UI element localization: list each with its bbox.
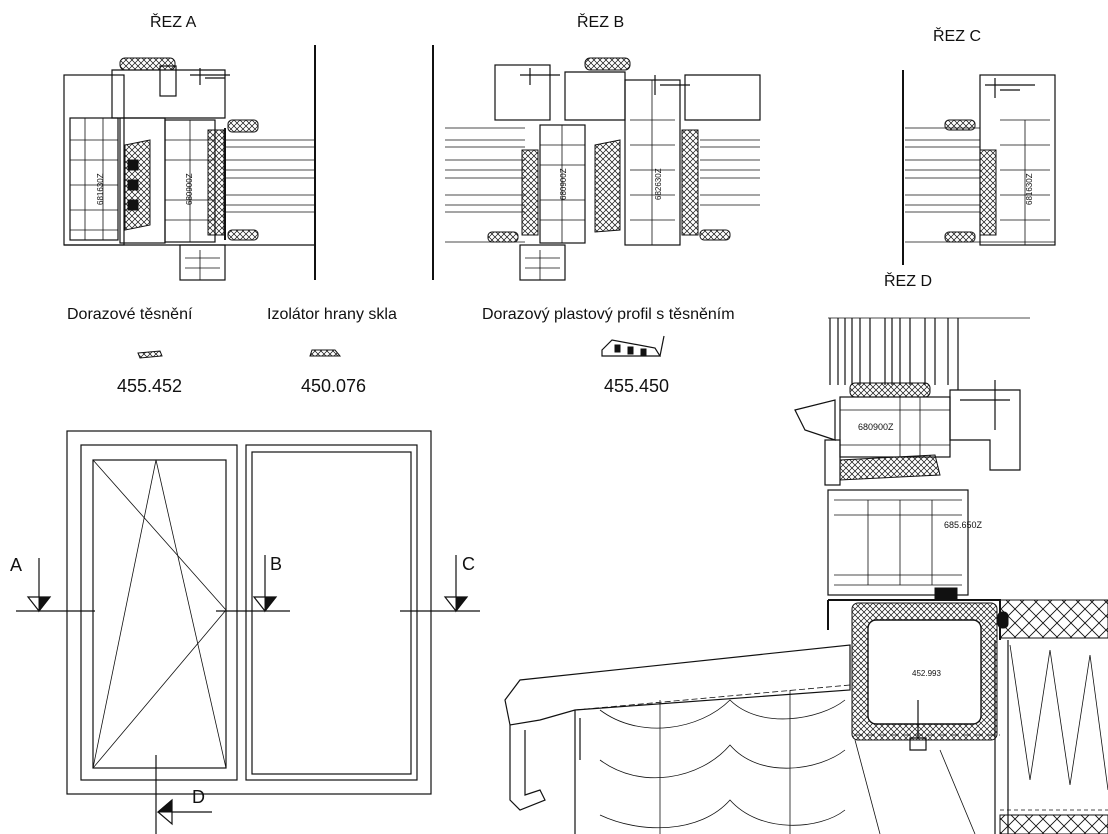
component-code-stop-gasket: 455.452 <box>117 376 182 396</box>
section-c-title: ŘEZ C <box>933 26 981 45</box>
profile-code-d-steel: 452.993 <box>912 669 941 678</box>
section-a: ŘEZ A 681630Z 680900Z <box>63 12 316 281</box>
profile-code-b-right: 682630Z <box>654 168 663 200</box>
section-d-title: ŘEZ D <box>884 271 932 290</box>
section-c: ŘEZ C 681630Z <box>902 26 1056 265</box>
component-label-stop-gasket: Dorazové těsnění <box>67 306 193 323</box>
gasket-top-b <box>584 57 631 71</box>
profile-code-d-sash: 680900Z <box>858 422 894 432</box>
component-code-glass-edge-insulator: 450.076 <box>301 376 366 396</box>
section-a-title: ŘEZ A <box>150 12 197 31</box>
marker-a-label: A <box>10 555 22 575</box>
marker-d-label: D <box>192 787 205 807</box>
marker-c-label: C <box>462 554 475 574</box>
marker-b-label: B <box>270 554 282 574</box>
component-label-plastic-stop-profile: Dorazový plastový profil s těsněním <box>482 306 735 323</box>
stop-gasket-symbol <box>137 350 163 359</box>
profile-code-b-left: 680900Z <box>559 168 568 200</box>
section-marker-a: A <box>10 555 95 613</box>
section-marker-b: B <box>216 554 290 613</box>
profile-code-a-right: 680900Z <box>185 173 194 205</box>
section-marker-d: D <box>155 755 212 834</box>
window-elevation: A B C D <box>10 430 480 834</box>
section-b-title: ŘEZ B <box>577 12 624 31</box>
components-legend: Dorazové těsnění Izolátor hrany skla Dor… <box>67 306 735 396</box>
section-marker-c: C <box>400 554 480 613</box>
plastic-stop-profile-symbol <box>601 335 665 357</box>
profile-code-c-right: 681630Z <box>1025 173 1034 205</box>
component-label-glass-edge-insulator: Izolátor hrany skla <box>267 306 397 323</box>
profile-code-a-left: 681630Z <box>96 173 105 205</box>
section-b: ŘEZ B 680900Z 682630Z <box>432 12 761 281</box>
edge-insulator-b <box>594 139 621 233</box>
profile-code-d-frame: 685.650Z <box>944 520 983 530</box>
component-code-plastic-stop-profile: 455.450 <box>604 376 669 396</box>
glass-edge-insulator-symbol <box>309 349 342 357</box>
stop-profile-d <box>839 454 941 481</box>
gasket-top-a <box>119 57 176 71</box>
section-d: ŘEZ D 680900Z 685.650Z 452.993 <box>504 271 1108 834</box>
